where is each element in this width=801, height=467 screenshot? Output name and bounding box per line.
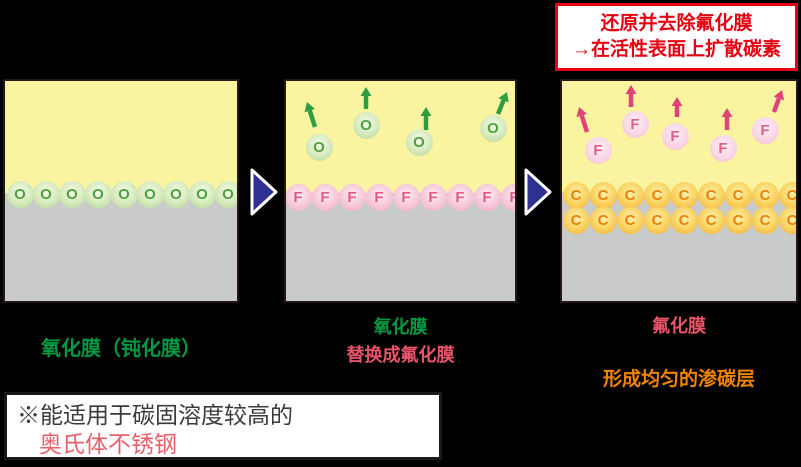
gas-layer	[5, 81, 237, 193]
note-line-2: 奥氏体不锈钢	[39, 431, 177, 457]
callout-line-2: →在活性表面上扩散碳素	[571, 39, 781, 60]
fluorine-atom: F	[709, 134, 737, 162]
fluorine-atom: F	[392, 183, 420, 211]
panel-caption: 氧化膜（钝化膜）	[3, 332, 239, 361]
fluorine-atom: F	[338, 183, 366, 211]
callout-line-1: 还原并去除氟化膜	[600, 13, 753, 34]
step-arrow-icon	[250, 168, 278, 216]
note-line-1: ※能适用于碳固溶度较高的	[17, 402, 293, 428]
fluorine-atom: F	[751, 116, 779, 144]
fluorine-atom: F	[473, 183, 501, 211]
metal-layer	[5, 193, 237, 301]
oxygen-atom: O	[6, 180, 34, 208]
carbon-atom: C	[778, 181, 796, 209]
oxygen-atom: O	[58, 180, 86, 208]
fluorine-atom: F	[286, 183, 312, 211]
caption-line: 形成均匀的渗碳层	[602, 369, 755, 390]
oxygen-atom: O	[136, 180, 164, 208]
carbon-atom: C	[751, 206, 779, 234]
carbon-atom: C	[697, 181, 725, 209]
carbon-atom: C	[751, 181, 779, 209]
carbon-atom: C	[643, 181, 671, 209]
caption-line: 氧化膜	[373, 317, 428, 337]
carbon-atom: C	[562, 206, 590, 234]
oxygen-atom: O	[479, 114, 507, 142]
fluoride-replacement-panel: FFFFFFFFFOOOO	[284, 79, 517, 303]
oxygen-atom: O	[110, 180, 138, 208]
carbon-atom: C	[616, 181, 644, 209]
oxygen-atom: O	[305, 133, 333, 161]
oxygen-atom: O	[214, 180, 237, 208]
panel-caption: 氟化膜形成均匀的渗碳层	[560, 312, 798, 391]
oxygen-atom: O	[32, 180, 60, 208]
carbon-atom: C	[778, 206, 796, 234]
panel-caption: 氧化膜替换成氟化膜	[284, 313, 517, 367]
carbon-atom: C	[589, 181, 617, 209]
carbon-atom: C	[670, 181, 698, 209]
fluorine-atom: F	[621, 110, 649, 138]
oxygen-atom: O	[188, 180, 216, 208]
carbon-atom: C	[643, 206, 671, 234]
metal-layer	[286, 193, 515, 301]
carbon-atom: C	[616, 206, 644, 234]
fluorine-atom: F	[500, 183, 515, 211]
carbon-atom: C	[670, 206, 698, 234]
caption-line: 替换成氟化膜	[346, 345, 455, 365]
fluorine-atom: F	[661, 122, 689, 150]
caption-line: 氧化膜（钝化膜）	[41, 338, 201, 360]
oxygen-atom: O	[84, 180, 112, 208]
fluorine-atom: F	[446, 183, 474, 211]
carbon-atom: C	[724, 181, 752, 209]
caption-line: 氟化膜	[652, 316, 706, 336]
step-arrow-icon	[524, 168, 552, 216]
fluorine-atom: F	[584, 136, 612, 164]
note-box: ※能适用于碳固溶度较高的 奥氏体不锈钢	[4, 392, 442, 460]
oxygen-atom: O	[405, 128, 433, 156]
fluorine-atom: F	[365, 183, 393, 211]
fluorine-atom: F	[311, 183, 339, 211]
fluorine-atom: F	[419, 183, 447, 211]
callout-box: 还原并去除氟化膜 →在活性表面上扩散碳素	[555, 3, 798, 71]
carbon-atom: C	[562, 181, 590, 209]
carbon-atom: C	[697, 206, 725, 234]
carbon-atom: C	[724, 206, 752, 234]
carbon-atom: C	[589, 206, 617, 234]
oxygen-atom: O	[352, 111, 380, 139]
oxygen-atom: O	[162, 180, 190, 208]
